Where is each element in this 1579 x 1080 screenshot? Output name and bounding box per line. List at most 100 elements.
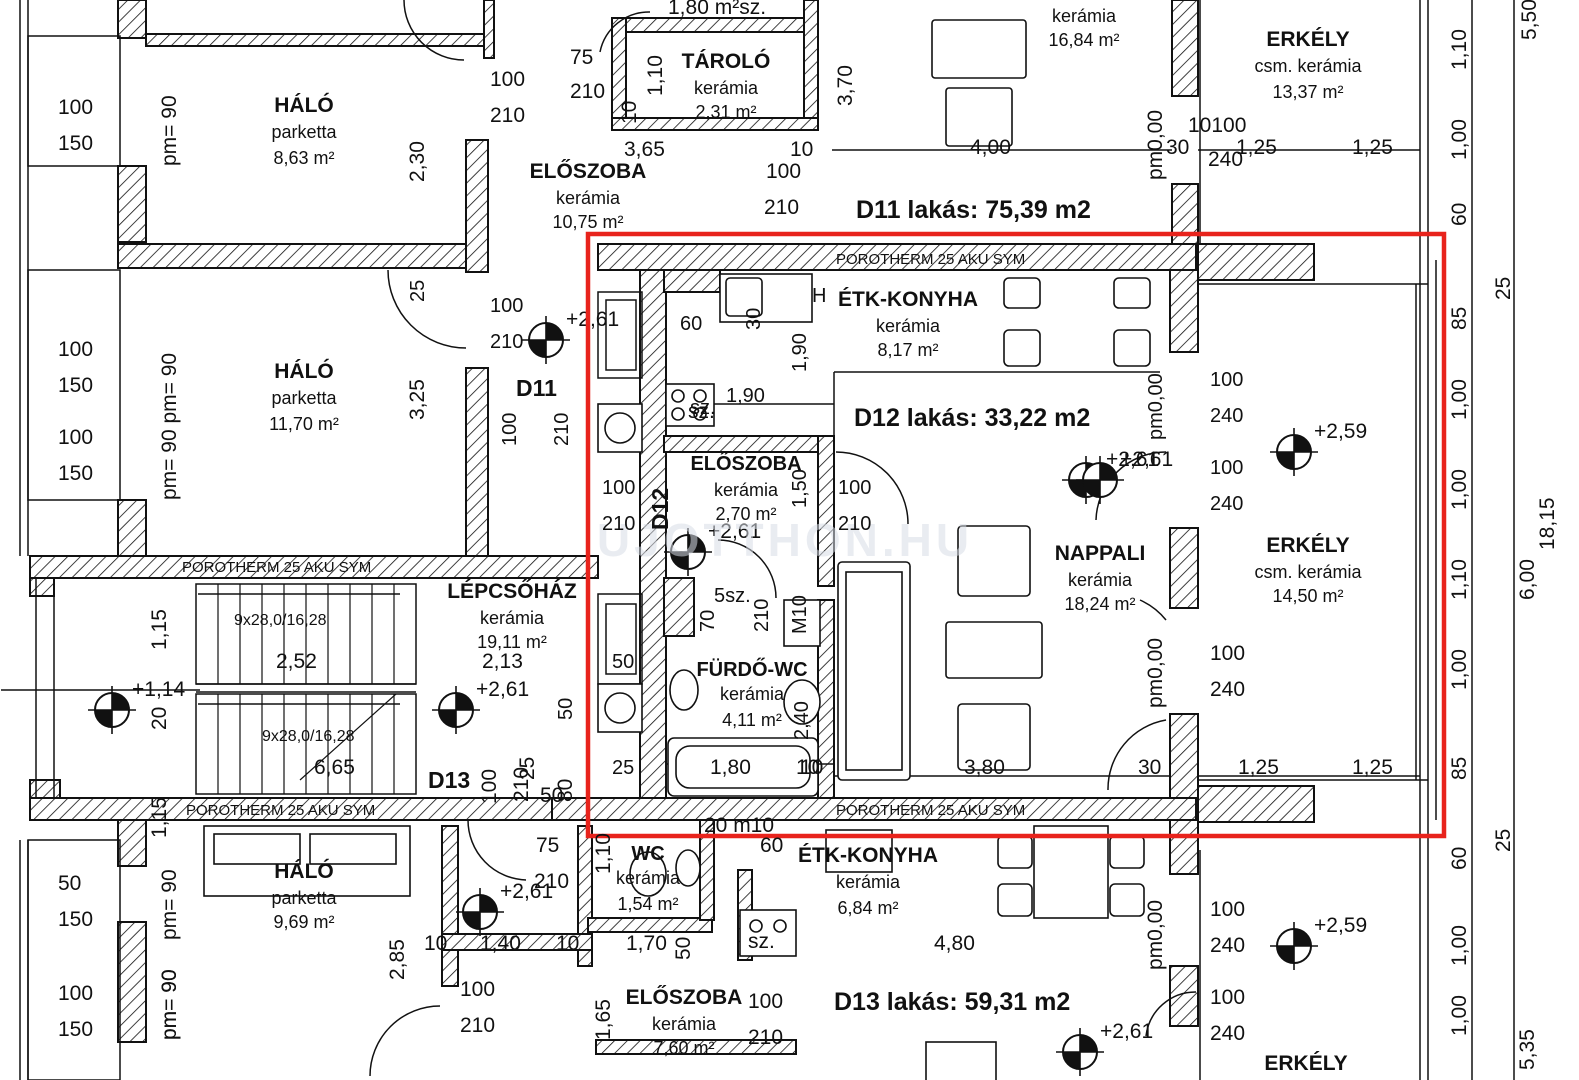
dimension-label: 1,00	[1448, 649, 1471, 690]
dimension-label: 10	[618, 101, 641, 124]
dimension-label: 1,15	[148, 609, 171, 650]
dimension-label: 80	[554, 779, 577, 802]
dimension-label: 210	[510, 767, 533, 802]
dimension-label: 60	[760, 834, 783, 857]
dimension-label: 210	[570, 80, 605, 103]
room-area: 2,31 m²	[695, 102, 756, 122]
dimension-label: 10	[796, 756, 819, 779]
dimension-label: 50	[540, 784, 563, 807]
dimension-label: 1,00	[1448, 119, 1471, 160]
room-material: kerámia	[480, 608, 545, 628]
dimension-label: 75	[570, 46, 593, 69]
room-material: kerámia	[1052, 6, 1117, 26]
dimension-label: 18,15	[1536, 497, 1559, 550]
dimension-label: 3,70	[834, 65, 857, 106]
room-name: WC	[631, 843, 664, 865]
dimension-label: 10	[800, 756, 823, 779]
dimension-label: 1,80 m²sz.	[668, 0, 766, 19]
unit-tag-d13: D13	[428, 767, 470, 793]
stair-spec: 9x28,0/16,28	[234, 612, 327, 629]
level-marker: +2,61	[432, 678, 529, 734]
dimension-label: 100	[748, 990, 783, 1013]
level-marker: +2,59	[1270, 914, 1367, 970]
room-name: ERKÉLY	[1266, 534, 1349, 557]
dimension-label: pm= 90 pm= 90	[158, 353, 181, 500]
dimension-label: 210	[534, 870, 569, 893]
room-name: HÁLÓ	[274, 93, 334, 117]
level-value: +2,61	[500, 880, 553, 903]
room-name: ERKÉLY	[1264, 1052, 1347, 1075]
dimension-label: 1,00	[1448, 995, 1471, 1036]
dimension-label: 4,00	[970, 136, 1011, 159]
stair-spec: 9x28,0/16,28	[262, 728, 355, 745]
dimension-label: 100	[490, 295, 523, 317]
dimension-label: 100	[838, 477, 871, 499]
wall-tag: POROTHERM 25 AKU SYM	[836, 802, 1025, 819]
dimension-label: 85	[1448, 757, 1471, 780]
room-name: FÜRDŐ-WC	[696, 658, 807, 681]
dimension-label: 100	[1210, 369, 1243, 391]
dimension-label: 150	[58, 1018, 93, 1041]
dimension-label: sz.	[690, 397, 716, 419]
dimension-label: 1,10	[1448, 29, 1471, 70]
dimension-label: 210	[748, 1026, 783, 1049]
dimension-label: 100	[1210, 986, 1245, 1009]
dimension-label: 10	[790, 138, 813, 161]
dimension-label: sz.	[748, 930, 775, 953]
furniture	[203, 19, 1151, 1080]
dimension-label: 100	[58, 982, 93, 1005]
dimension-label: 50	[612, 651, 634, 673]
dimension-label: 100	[58, 426, 93, 449]
wall-tag: POROTHERM 25 AKU SYM	[836, 251, 1025, 268]
dimension-label: 1,70	[626, 932, 667, 955]
dimension-label: 10	[556, 932, 579, 955]
dimension-label: 240	[1210, 493, 1243, 515]
room-name: ELŐSZOBA	[626, 986, 743, 1009]
level-marker: +2,59	[1270, 420, 1367, 476]
room-area: 14,50 m²	[1272, 586, 1343, 606]
dimension-label: 10	[424, 932, 447, 955]
dimension-label: 100	[490, 68, 525, 91]
dimension-label: 100	[499, 413, 521, 446]
level-marker: +1,14	[88, 678, 185, 734]
room-name: ÉTK-KONYHA	[798, 844, 938, 867]
dimension-label: 150	[58, 908, 93, 931]
dimension-label: 70	[697, 610, 719, 632]
dimension-label: 25	[612, 757, 634, 779]
dimension-label: 150	[58, 374, 93, 397]
dimension-label: 1,50	[789, 469, 811, 508]
level-value: +2,61	[1106, 448, 1159, 471]
room-labels: HÁLÓ parketta 8,63 m² HÁLÓ parketta 11,7…	[269, 6, 1362, 1075]
dimension-label: 2,30	[406, 141, 429, 182]
level-marker: +2,61	[664, 520, 761, 576]
dimension-label: 240	[1210, 1022, 1245, 1045]
dimension-label: 20 m10	[704, 814, 774, 837]
dimension-label: 1,00	[1448, 379, 1471, 420]
dimension-label: 1,25	[1352, 756, 1393, 779]
dimension-label: 85	[1448, 307, 1471, 330]
room-area: 13,37 m²	[1272, 82, 1343, 102]
dimension-label: 60	[680, 313, 702, 335]
room-material: kerámia	[836, 872, 901, 892]
dimension-label: pm= 90	[158, 969, 181, 1040]
dimension-label: 1,25	[1352, 136, 1393, 159]
wall-tag: POROTHERM 25 AKU SYM	[182, 559, 371, 576]
unit-title-d12: D12 lakás: 33,22 m2	[854, 404, 1090, 432]
dimension-label: 210	[490, 331, 523, 353]
room-material: kerámia	[616, 868, 681, 888]
level-value: +2,59	[1314, 914, 1367, 937]
level-marker: +2,61	[456, 880, 553, 936]
dimension-label: 60	[1448, 203, 1471, 226]
dimension-label: 60	[1448, 847, 1471, 870]
dimension-label: 50	[555, 698, 577, 720]
level-marker: +2,61	[1076, 448, 1173, 504]
room-name: HÁLÓ	[274, 859, 334, 883]
thin-lines	[1, 0, 1515, 1080]
room-material: kerámia	[714, 480, 779, 500]
dimension-label: pm= 90	[158, 969, 181, 1040]
level-markers: +2,61+2,61+2,61+2,59+2,61+1,14+2,61+2,61…	[88, 308, 1367, 1076]
level-value: +2,61	[1120, 448, 1173, 471]
dimension-label: 50	[672, 937, 695, 960]
dimension-label: 1,65	[592, 999, 615, 1040]
dimension-label: 25	[1492, 829, 1515, 852]
